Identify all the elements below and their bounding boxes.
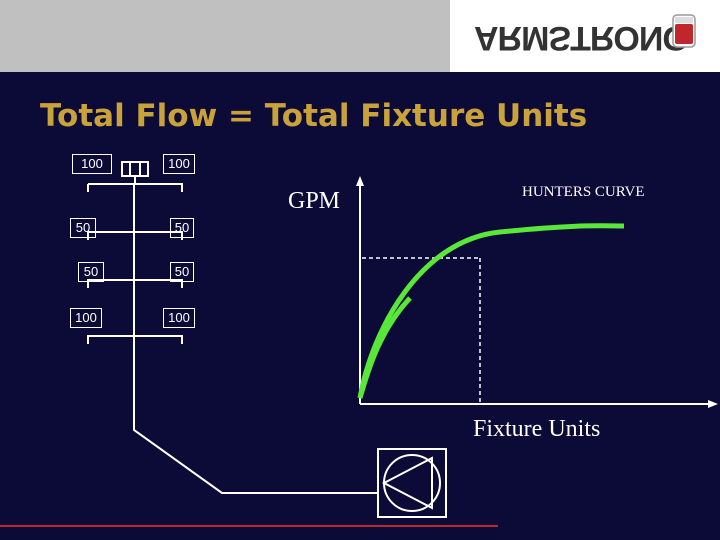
slide-title: Total Flow = Total Fixture Units [40, 98, 588, 134]
fixture-units-box: 50 [78, 262, 104, 282]
hunters-curve-lower [357, 296, 412, 399]
header-bar [0, 0, 450, 72]
y-axis-label: GPM [288, 188, 341, 214]
fixture-units-box: 50 [170, 218, 194, 238]
brand-emblem-icon [672, 14, 696, 48]
pump-icon [377, 448, 447, 518]
x-axis-arrow [708, 400, 718, 408]
fixture-units-box: 100 [163, 308, 195, 328]
main-riser-pipe [133, 184, 378, 494]
hunters-curve-chart [356, 176, 718, 408]
brand-logo-panel: ARMSTRONG [450, 0, 720, 72]
fixture-units-box: 100 [70, 308, 102, 328]
top-branch-pipe [87, 183, 183, 192]
fixture-units-box: 100 [163, 154, 195, 174]
curve-label: HUNTERS CURVE [522, 184, 645, 200]
hunters-curve-upper [357, 223, 625, 399]
fixture-units-box: 50 [70, 218, 96, 238]
fixture-units-box: 50 [170, 262, 194, 282]
y-axis-arrow [356, 176, 364, 186]
valve-icon [121, 161, 149, 184]
x-axis-label: Fixture Units [473, 416, 601, 442]
fixture-units-box: 100 [72, 154, 112, 174]
